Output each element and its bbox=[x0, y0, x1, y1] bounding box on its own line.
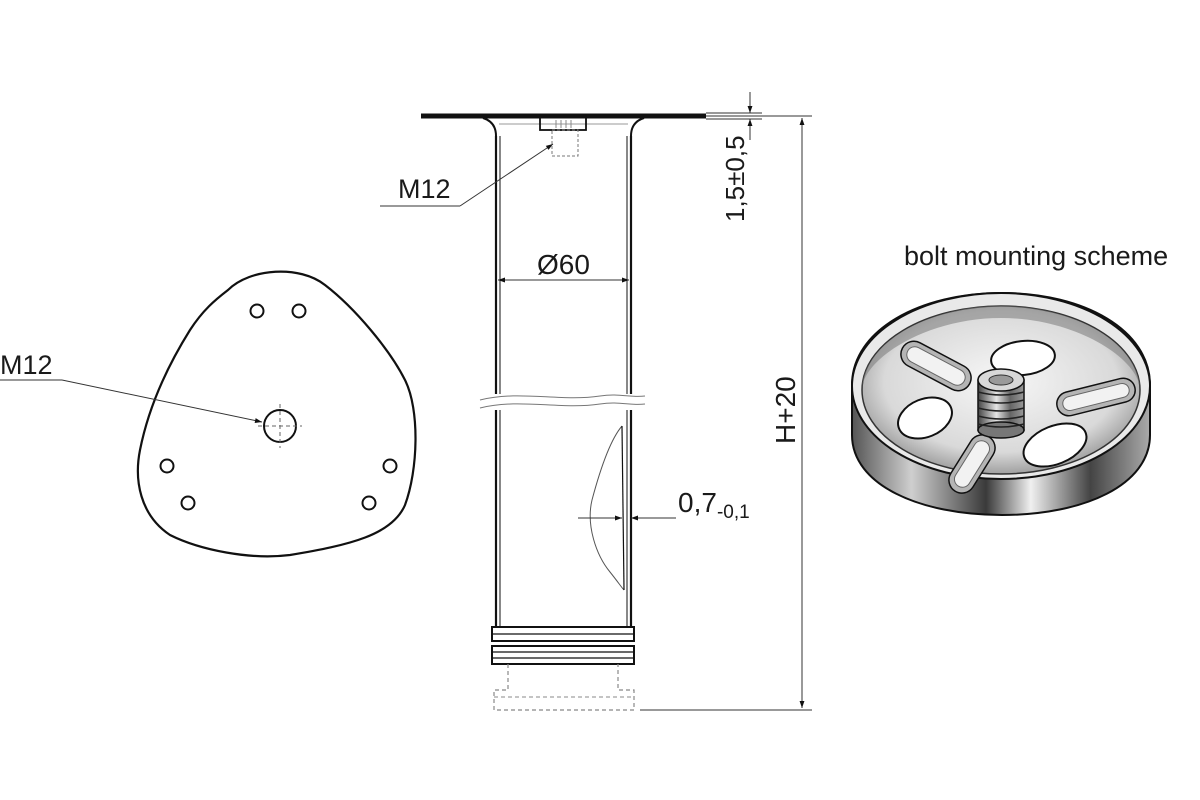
wall-cutaway-edge bbox=[621, 425, 625, 591]
screw-holes bbox=[159, 303, 398, 511]
screw-hole bbox=[382, 458, 398, 474]
foot-ring-bottom bbox=[491, 645, 635, 665]
screw-hole bbox=[180, 495, 196, 511]
diameter-label: Ø60 bbox=[537, 249, 590, 280]
break-line-top bbox=[479, 394, 646, 401]
through-hole bbox=[1022, 422, 1088, 468]
slot-hole bbox=[948, 434, 996, 494]
slot-hole bbox=[900, 340, 972, 392]
leg-thread-label: M12 bbox=[398, 174, 451, 204]
bolt-mounting-scheme: bolt mounting scheme bbox=[851, 241, 1168, 517]
thread-insert-dashed bbox=[551, 129, 579, 157]
leg-side-view: M12 Ø60 0,7-0,1 1,5±0,5 H+20 bbox=[380, 92, 812, 711]
wall-thickness-label: 0,7-0,1 bbox=[678, 487, 750, 523]
leg-thread-leader-arrow bbox=[459, 143, 554, 207]
plate-thread-label: M12 bbox=[0, 350, 53, 380]
thread-leader-arrow bbox=[61, 379, 263, 423]
screw-hole bbox=[159, 458, 175, 474]
plate-thickness-label: 1,5±0,5 bbox=[720, 135, 750, 222]
slotted-holes bbox=[900, 340, 1136, 494]
through-hole bbox=[990, 339, 1056, 377]
slot-hole bbox=[1056, 377, 1136, 417]
screw-hole bbox=[361, 495, 377, 511]
tube-flare-right bbox=[630, 117, 645, 137]
adjuster-dashed bbox=[493, 664, 635, 711]
height-label: H+20 bbox=[770, 376, 801, 444]
tube-flare-left bbox=[482, 117, 497, 137]
through-hole bbox=[897, 396, 953, 440]
through-holes bbox=[897, 339, 1088, 468]
dish-inner-wall bbox=[862, 306, 1140, 390]
thread-hatch bbox=[555, 120, 572, 128]
plate-outline bbox=[136, 270, 417, 558]
screw-hole bbox=[291, 303, 307, 319]
screw-hole bbox=[249, 303, 265, 319]
mounting-plate-view: M12 bbox=[0, 270, 417, 558]
center-bolt bbox=[977, 368, 1025, 439]
bolt-scheme-title: bolt mounting scheme bbox=[904, 241, 1168, 271]
break-line-bottom bbox=[479, 402, 646, 409]
wall-cutaway bbox=[589, 425, 625, 591]
